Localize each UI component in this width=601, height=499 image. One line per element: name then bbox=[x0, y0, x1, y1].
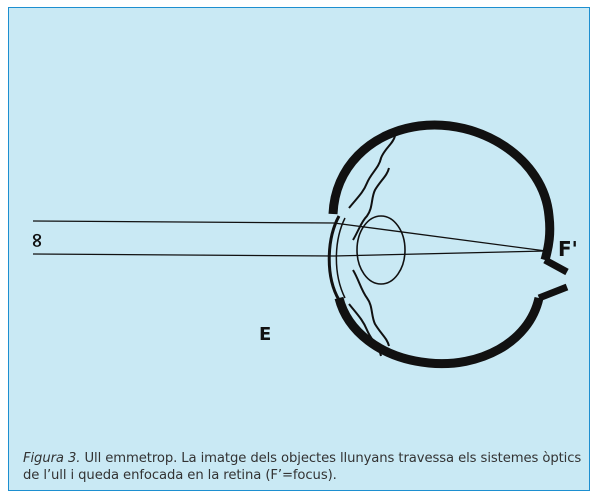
cornea bbox=[327, 215, 341, 301]
ciliary-lower bbox=[348, 303, 382, 357]
iris-upper bbox=[348, 135, 396, 209]
figure-panel: ∞ F' E Figura 3. Ull emmetrop. La imatge… bbox=[8, 7, 590, 491]
emmetropic-eye-diagram: ∞ F' E bbox=[26, 120, 578, 369]
light-ray-upper bbox=[32, 220, 547, 252]
iris-lower bbox=[352, 269, 390, 347]
infinity-label: ∞ bbox=[26, 232, 50, 249]
lens bbox=[356, 215, 406, 285]
focus-label: F' bbox=[558, 237, 578, 261]
light-ray-lower bbox=[32, 250, 547, 257]
sclera-upper bbox=[328, 120, 555, 262]
optic-nerve bbox=[537, 256, 569, 302]
cornea-inner bbox=[335, 217, 346, 299]
sclera-lower bbox=[334, 296, 544, 369]
caption-label: Figura 3. bbox=[23, 451, 81, 466]
eye-label: E bbox=[259, 324, 271, 345]
figure-caption: Figura 3. Ull emmetrop. La imatge dels o… bbox=[23, 450, 593, 484]
caption-text: Ull emmetrop. La imatge dels objectes ll… bbox=[23, 451, 582, 483]
